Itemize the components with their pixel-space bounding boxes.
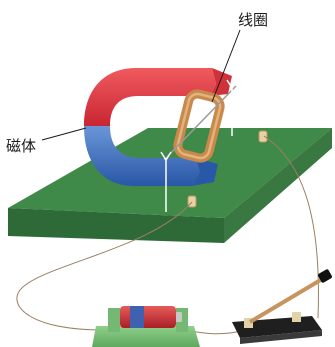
magnet-label: 磁体 [6,137,36,155]
switch-terminal-left [244,318,253,328]
magnet-south-half [84,126,200,186]
magnet-leader-line [41,127,87,141]
battery-blue-band [130,306,144,328]
battery-cell [120,306,176,328]
coil-label: 线圈 [238,11,268,29]
battery-holder-left-clip [108,308,120,332]
magnet-south-end-face [192,158,218,186]
magnet-north-half [84,68,216,126]
coil-leader-line [211,29,241,103]
switch-base-side [240,330,322,344]
axle-wire [163,85,237,161]
terminal-right [258,130,268,143]
switch-terminal-right [292,312,301,322]
horseshoe-magnet [84,68,232,186]
magnet-label-group: 磁体 [6,127,87,155]
knife-switch [232,269,332,344]
magnet-north-end-face [210,68,232,96]
battery [92,306,200,347]
front-support-bearing [160,151,172,162]
board-side-face [224,128,332,243]
coil-axle-and-supports [160,79,238,212]
coil-frame-highlight [176,92,222,160]
rectangular-coil [173,89,225,163]
switch-blade [248,276,326,324]
back-support-bearing [226,79,238,90]
switch-handle [318,269,332,283]
board-front-face [8,208,224,243]
coil-label-group: 线圈 [211,11,268,103]
wire-front-to-battery [16,201,193,331]
battery-cap [176,312,182,322]
